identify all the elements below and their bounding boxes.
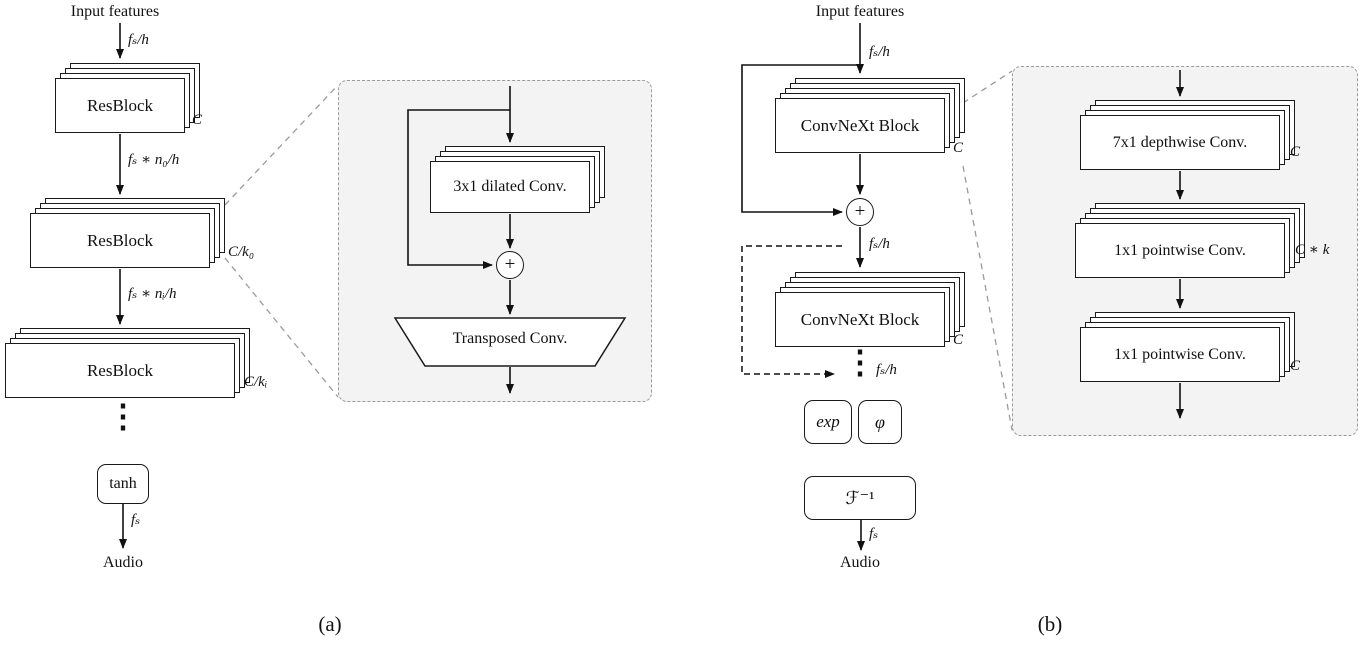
add-node: + bbox=[846, 198, 874, 226]
rate-label: fₛ/h bbox=[869, 44, 890, 60]
vertical-ellipsis: ⋮ bbox=[107, 398, 139, 434]
transposed-conv-shape bbox=[393, 317, 627, 367]
channels-label: C bbox=[192, 112, 203, 128]
rate-label: fₛ bbox=[131, 512, 141, 528]
stack-layer: 3x1 dilated Conv. bbox=[430, 161, 590, 213]
plus-sign: + bbox=[504, 254, 516, 275]
stack-layer: 7x1 depthwise Conv. bbox=[1080, 115, 1280, 170]
tanh-box: tanh bbox=[97, 464, 149, 504]
transposed-conv-label: Transposed Conv. bbox=[452, 330, 568, 347]
istft-label: ℱ⁻¹ bbox=[845, 487, 875, 508]
stack-layer: ResBlock bbox=[55, 78, 185, 133]
stack-layer: 1x1 pointwise Conv. bbox=[1075, 223, 1285, 278]
repeat-loop-dashed bbox=[741, 245, 842, 378]
pointwise-conv-label: 1x1 pointwise Conv. bbox=[1114, 241, 1246, 259]
caption-a: (a) bbox=[318, 612, 342, 636]
panel-b-wires bbox=[741, 23, 1184, 551]
exp-label: exp bbox=[816, 412, 840, 431]
stack-layer: ConvNeXt Block bbox=[775, 98, 945, 153]
rate-label: fₛ/h bbox=[128, 32, 149, 48]
channels-label: C bbox=[953, 332, 964, 348]
exp-box: exp bbox=[804, 400, 852, 444]
rate-label: fₛ bbox=[869, 526, 879, 542]
channels-label: C bbox=[953, 140, 964, 156]
audio-label: Audio bbox=[103, 554, 143, 571]
skip-connection bbox=[407, 109, 510, 269]
channels-label: C ∗ k bbox=[1295, 242, 1330, 258]
channels-label: C/k₀ bbox=[228, 244, 255, 260]
audio-label: Audio bbox=[840, 554, 880, 571]
skip-connection bbox=[741, 64, 860, 216]
inverse-fourier-box: ℱ⁻¹ bbox=[804, 476, 916, 520]
input-features-label: Input features bbox=[70, 3, 160, 20]
convnext-label: ConvNeXt Block bbox=[800, 309, 920, 329]
resblock-label: ResBlock bbox=[86, 95, 154, 115]
rate-label: fₛ ∗ nᵢ/h bbox=[128, 286, 177, 302]
channels-label: C bbox=[1290, 144, 1301, 160]
resblock-label: ResBlock bbox=[86, 230, 154, 250]
phase-box: φ bbox=[858, 400, 902, 444]
panel-a-wires bbox=[116, 23, 627, 549]
tanh-label: tanh bbox=[109, 475, 137, 492]
zoom-line-bottom bbox=[224, 257, 339, 398]
dilated-conv-label: 3x1 dilated Conv. bbox=[453, 178, 567, 195]
depthwise-conv-label: 7x1 depthwise Conv. bbox=[1112, 133, 1248, 151]
plus-sign: + bbox=[854, 201, 866, 222]
stack-layer: ConvNeXt Block bbox=[775, 292, 945, 347]
phi-label: φ bbox=[875, 411, 885, 432]
caption-b: (b) bbox=[1037, 612, 1063, 636]
pointwise-conv-label: 1x1 pointwise Conv. bbox=[1114, 345, 1246, 363]
channels-label: C bbox=[1290, 358, 1301, 374]
vertical-ellipsis: ⋮ bbox=[844, 344, 876, 380]
input-features-label: Input features bbox=[815, 3, 905, 20]
resblock-label: ResBlock bbox=[86, 360, 154, 380]
zoom-line-top bbox=[962, 70, 1013, 104]
stack-layer: ResBlock bbox=[5, 343, 235, 398]
rate-label: fₛ/h bbox=[869, 236, 890, 252]
channels-label: C/kᵢ bbox=[244, 374, 268, 390]
zoom-line-bottom bbox=[962, 165, 1013, 431]
stack-layer: 1x1 pointwise Conv. bbox=[1080, 327, 1280, 382]
add-node: + bbox=[496, 251, 524, 279]
zoom-line-top bbox=[224, 84, 339, 206]
rate-label: fₛ ∗ n₀/h bbox=[128, 152, 180, 168]
stack-layer: ResBlock bbox=[30, 213, 210, 268]
convnext-label: ConvNeXt Block bbox=[800, 115, 920, 135]
rate-label: fₛ/h bbox=[876, 362, 897, 378]
